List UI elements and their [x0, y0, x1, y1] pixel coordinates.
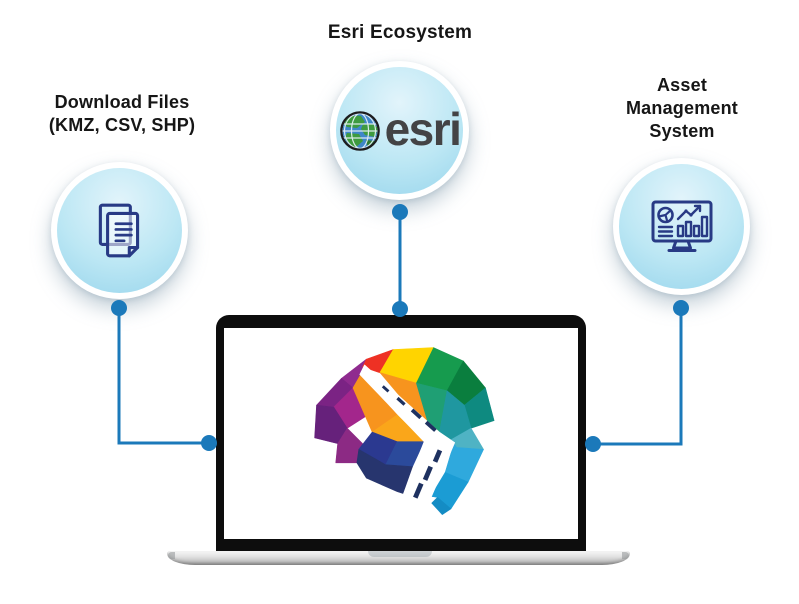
- esri-node-circle-face: esri: [336, 67, 463, 194]
- esri-node-circle: esri: [330, 61, 469, 200]
- documents-icon: [91, 200, 149, 262]
- download-node-circle: [51, 162, 188, 299]
- connector-dot: [585, 436, 601, 452]
- laptop-screen: [224, 328, 578, 539]
- connector-dot: [673, 300, 689, 316]
- download-node-label-line2: (KMZ, CSV, SHP): [48, 115, 196, 135]
- download-node-circle-face: [57, 168, 182, 293]
- asset-node-label-line3: System: [649, 121, 715, 141]
- connector-asset-to-laptop: [593, 308, 683, 446]
- esri-node-label-line: Esri Ecosystem: [327, 22, 473, 43]
- dashboard-monitor-icon: [648, 197, 716, 257]
- esri-node-label: Esri Ecosystem: [300, 21, 500, 44]
- laptop-base-notch: [368, 551, 432, 557]
- download-node-label-line1: Download Files: [54, 92, 190, 112]
- asset-node-circle: [613, 158, 750, 295]
- asset-node-label: Asset Management System: [596, 74, 768, 143]
- connector-download-to-laptop: [117, 308, 209, 445]
- connector-dot: [201, 435, 217, 451]
- asset-node-label-line2: Management: [625, 98, 739, 118]
- laptop-screen-frame: [216, 315, 586, 552]
- connector-dot: [392, 204, 408, 220]
- download-node-label: Download Files (KMZ, CSV, SHP): [20, 91, 224, 137]
- asset-node-label-line1: Asset: [656, 75, 708, 95]
- connector-dot: [111, 300, 127, 316]
- esri-globe-icon: [339, 110, 381, 152]
- esri-wordmark: esri: [384, 102, 462, 155]
- asset-node-circle-face: [619, 164, 744, 289]
- laptop-base: [167, 551, 630, 565]
- brain-road-logo: [305, 346, 497, 521]
